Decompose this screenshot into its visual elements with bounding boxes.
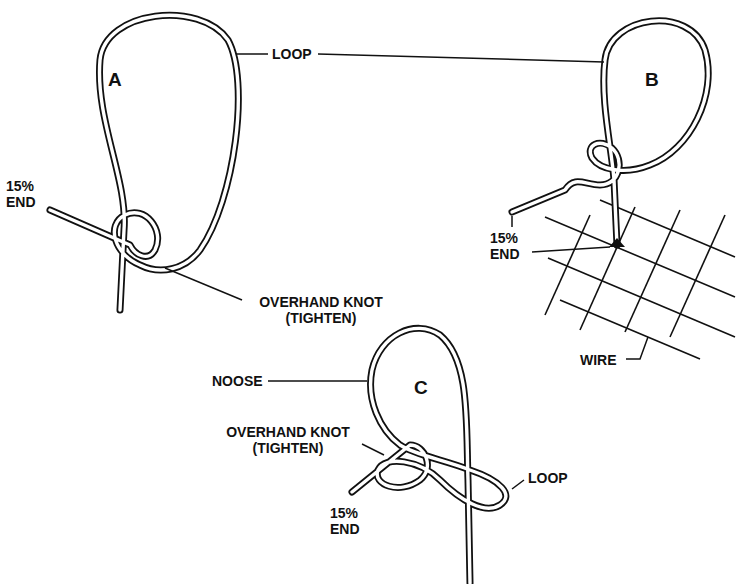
knot-label: OVERHAND KNOT (TIGHTEN)	[213, 424, 363, 456]
part-label: LOOP	[528, 470, 568, 486]
figure-letter: C	[414, 378, 428, 398]
wire-mesh	[545, 200, 735, 359]
part-label: WIRE	[580, 352, 617, 368]
wire-tie-point	[609, 238, 625, 247]
leader-lines	[165, 54, 648, 489]
part-label: NOOSE	[212, 373, 263, 389]
end-label: 15% END	[330, 505, 360, 537]
end-label: 15% END	[6, 178, 36, 210]
knot-label: OVERHAND KNOT (TIGHTEN)	[246, 294, 396, 326]
end-label: 15% END	[490, 230, 520, 262]
rope-outline	[50, 15, 708, 583]
rope-body	[50, 15, 708, 583]
figure-letter: B	[645, 70, 659, 90]
part-label: LOOP	[272, 46, 312, 62]
figure-letter: A	[108, 70, 122, 90]
